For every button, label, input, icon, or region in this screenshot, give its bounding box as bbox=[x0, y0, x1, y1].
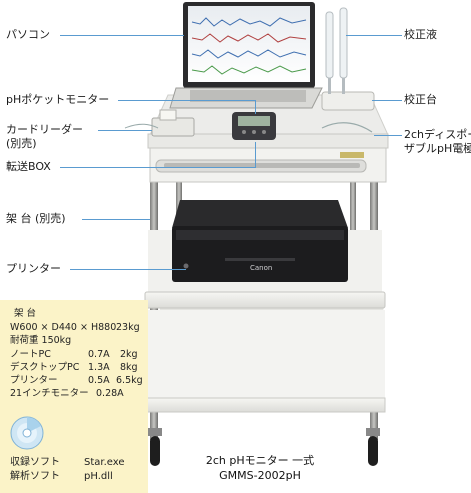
callout-stand: 架 台 (別売) bbox=[6, 212, 66, 225]
callout-ph-monitor: pHポケットモニター bbox=[6, 93, 110, 106]
bottom-shelf bbox=[145, 310, 385, 410]
printer-body bbox=[172, 200, 348, 282]
spec-row-amp: 0.7A bbox=[88, 349, 110, 360]
callout-line-printer bbox=[70, 269, 186, 270]
callout-line-calibration-stand bbox=[372, 100, 402, 101]
spec-load: 耐荷重 150kg bbox=[10, 335, 72, 346]
software-box: 収録ソフト Star.exe 解析ソフト pH.dll bbox=[0, 412, 148, 493]
middle-shelf bbox=[144, 291, 386, 309]
callout-electrode: 2chディスポー bbox=[404, 128, 471, 141]
electrode-cable bbox=[321, 122, 373, 133]
callout-line-transfer-box bbox=[60, 167, 256, 168]
callout-transfer-box: 転送BOX bbox=[6, 160, 51, 173]
software-analysis-label: 解析ソフト bbox=[10, 471, 60, 482]
callout-printer: プリンター bbox=[6, 262, 61, 275]
casters bbox=[148, 428, 380, 466]
spec-row-kg: 6.5kg bbox=[116, 375, 143, 386]
spec-row-amp: 1.3A bbox=[88, 362, 110, 373]
callout-line-calibration-liquid bbox=[346, 35, 402, 36]
callout-calibration-liquid: 校正液 bbox=[404, 28, 437, 41]
software-analysis-value: pH.dll bbox=[84, 471, 113, 482]
cd-disc-icon bbox=[10, 416, 44, 450]
callout-line-ph-monitor bbox=[118, 100, 256, 101]
software-record-value: Star.exe bbox=[84, 457, 125, 468]
spec-row-name: プリンター bbox=[10, 375, 58, 386]
spec-row-name: デスクトップPC bbox=[10, 362, 80, 373]
spec-row-name: ノートPC bbox=[10, 349, 51, 360]
spec-row-amp: 0.5A bbox=[88, 375, 110, 386]
stand-spec-box: 架 台 W600 × D440 × H880 23kg 耐荷重 150kg ノー… bbox=[0, 300, 148, 412]
callout-line-pc bbox=[60, 35, 184, 36]
spec-row-kg: 8kg bbox=[120, 362, 138, 373]
printer-brand: Canon bbox=[250, 264, 273, 272]
callout-calibration-stand: 校正台 bbox=[404, 93, 437, 106]
product-caption-title: 2ch pHモニター 一式 bbox=[205, 454, 315, 467]
callout-line-card-reader bbox=[98, 130, 152, 131]
brand-plate bbox=[340, 152, 364, 158]
spec-row-name: 21インチモニター bbox=[10, 388, 89, 399]
calibration-stand bbox=[321, 91, 375, 111]
product-caption-model: GMMS-2002pH bbox=[219, 469, 301, 482]
callout-line-electrode bbox=[374, 135, 402, 136]
callout-electrode-2: ザブルpH電極 bbox=[404, 142, 471, 155]
callout-card-reader-note: (別売) bbox=[6, 137, 37, 150]
card-reader-device bbox=[151, 117, 195, 137]
callout-line-stand bbox=[82, 219, 150, 220]
spec-row-kg: 2kg bbox=[120, 349, 138, 360]
spec-weight: 23kg bbox=[116, 322, 140, 333]
spec-row-amp: 0.28A bbox=[96, 388, 124, 399]
laptop bbox=[169, 2, 323, 109]
spec-title: 架 台 bbox=[14, 308, 37, 319]
calibration-bottles bbox=[325, 7, 348, 94]
software-record-label: 収録ソフト bbox=[10, 457, 60, 468]
callout-card-reader: カードリーダー bbox=[6, 123, 83, 136]
printer-power-icon bbox=[183, 263, 189, 269]
callout-pc: パソコン bbox=[6, 28, 50, 41]
spec-size: W600 × D440 × H880 bbox=[10, 322, 117, 333]
